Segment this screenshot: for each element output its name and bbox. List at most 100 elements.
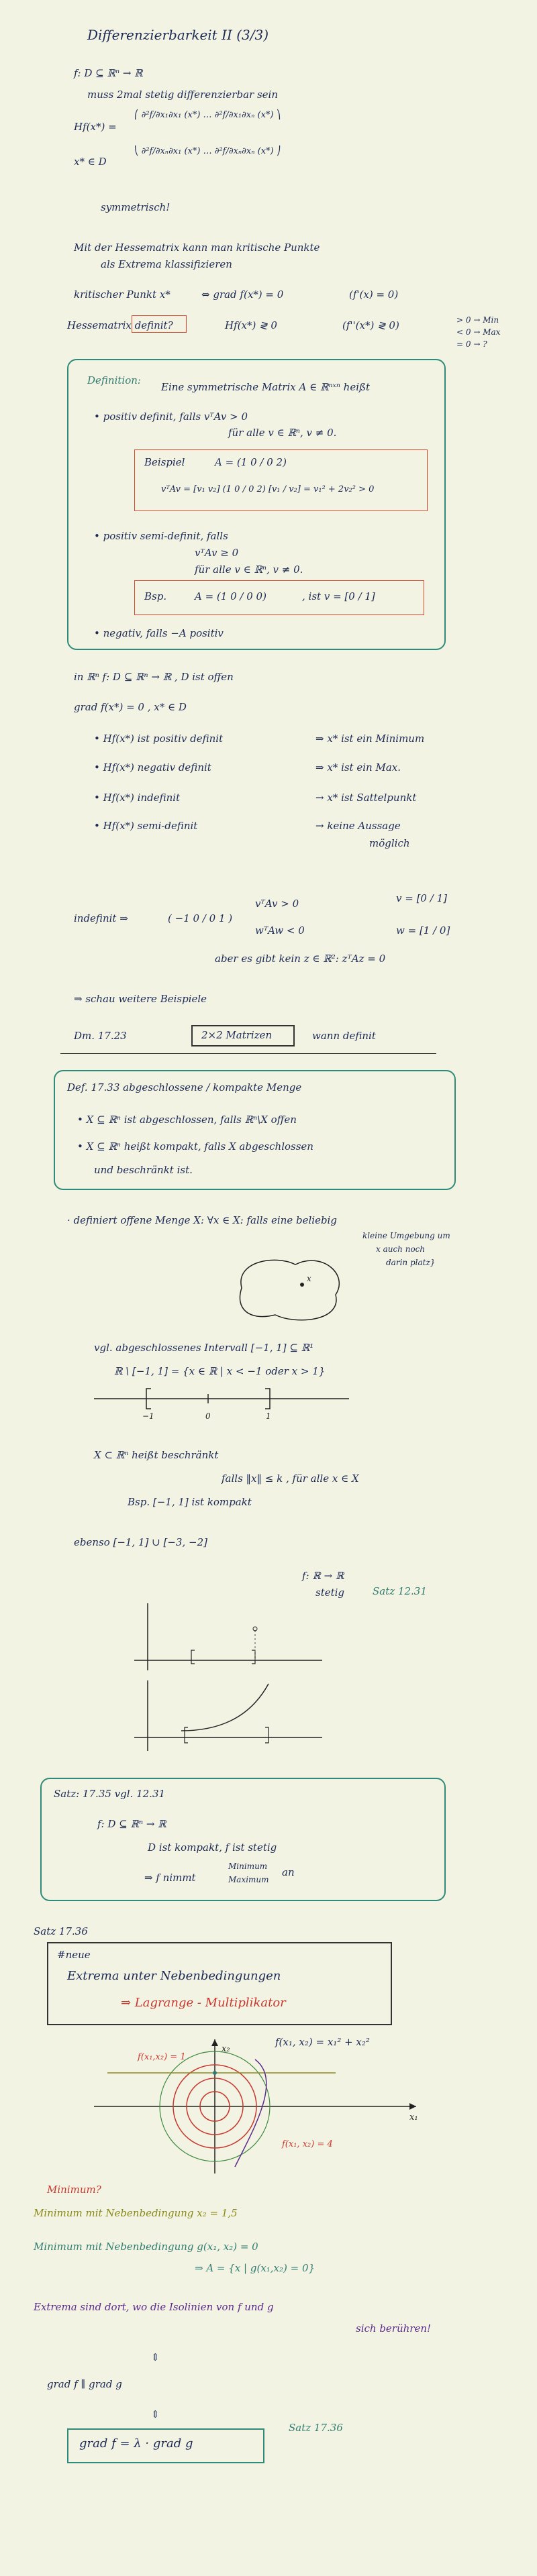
class-line2: grad f(x*) = 0 , x* ∈ D xyxy=(74,701,187,713)
indef-c1: vᵀAv > 0 xyxy=(255,898,299,910)
example2-label: Bsp. xyxy=(144,590,167,602)
f-stetig-2: stetig xyxy=(315,1587,345,1599)
indef-c2: wᵀAw < 0 xyxy=(255,924,305,936)
matrices-box-text: 2×2 Matrizen xyxy=(201,1029,273,1041)
lagrange-box-l1: Extrema unter Nebenbedingungen xyxy=(67,1969,281,1983)
example2-box xyxy=(134,580,424,615)
matrices-box xyxy=(191,1025,295,1046)
pos-def-line1: • positiv definit, falls vᵀAv > 0 xyxy=(94,411,248,423)
critical-point-label: kritischer Punkt x* xyxy=(74,288,170,301)
example1-box xyxy=(134,449,428,511)
lagrange-box xyxy=(47,1942,392,2025)
hesse-side: (f''(x*) ≷ 0) xyxy=(342,319,399,331)
indef-w: w = [1 / 0] xyxy=(396,924,450,936)
pos-def-line2: für alle v ∈ ℝⁿ, v ≠ 0. xyxy=(228,427,337,439)
contour-diagram: x₂ x₁ f(x₁,x₂) = 1 f(x₁, x₂) = 4 xyxy=(94,2039,418,2174)
example1-calc: vᵀAv = [v₁ v₂] (1 0 / 0 2) [v₁ / v₂] = v… xyxy=(161,484,375,494)
equiv-arrow-2: ⇕ xyxy=(151,2408,160,2420)
hesse-text1: Mit der Hessematrix kann man kritische P… xyxy=(74,241,320,254)
satz-1735-l3: ⇒ f nimmt xyxy=(144,1872,196,1884)
minimum-g-constraint: Minimum mit Nebenbedingung g(x₁, x₂) = 0 xyxy=(34,2241,258,2253)
satz-1735-box xyxy=(40,1778,446,1901)
more-examples: ⇒ schau weitere Beispiele xyxy=(74,993,207,1005)
equiv-arrow-1: ⇕ xyxy=(151,2351,160,2363)
extrema-note: Extrema sind dort, wo die Isolinien von … xyxy=(34,2301,274,2313)
def-1733-b3: und beschränkt ist. xyxy=(94,1164,193,1176)
lagrange-box-l2-text: ⇒ Lagrange - Multiplikator xyxy=(121,1996,286,2010)
semi-def-line3: für alle v ∈ ℝⁿ, v ≠ 0. xyxy=(195,564,303,576)
indef-matrix: ( −1 0 / 0 1 ) xyxy=(168,912,233,924)
example1-matrix: A = (1 0 / 0 2) xyxy=(215,456,287,468)
tick-one: 1 xyxy=(266,1411,271,1421)
lagrange-result: grad f = λ · grad g xyxy=(79,2436,193,2451)
minimum-constraint-a: Minimum xyxy=(34,2207,83,2219)
satz-1735-l2: D ist kompakt, f ist stetig xyxy=(148,1841,277,1854)
example2-note: , ist v = [0 / 1] xyxy=(302,590,375,602)
x-in-d: x* ∈ D xyxy=(74,156,107,168)
def-1733-box xyxy=(54,1070,456,1190)
critical-side-cond: (f'(x) = 0) xyxy=(349,288,399,301)
f-stetig-1: f: ℝ → ℝ xyxy=(302,1570,344,1582)
class-r2a: • Hf(x*) negativ definit xyxy=(94,761,211,773)
definition-box xyxy=(67,359,446,650)
definit-highlight xyxy=(132,315,187,333)
bounded-l1: X ⊂ ℝⁿ heißt beschränkt xyxy=(94,1449,219,1461)
open-set-l3: x auch noch xyxy=(376,1244,426,1254)
hesse-definit-label: Hessematrix definit? xyxy=(67,319,173,331)
class-line1: in ℝⁿ f: D ⊆ ℝⁿ → ℝ , D ist offen xyxy=(74,671,234,683)
minimum-constraint-b: mit Nebenbedingung xyxy=(82,2207,197,2219)
hesse-expr: Hf(x*) ≷ 0 xyxy=(225,319,277,331)
wann-definit: wann definit xyxy=(312,1030,376,1042)
right-note-min: > 0 → Min xyxy=(456,315,499,325)
tick-minus-one: −1 xyxy=(142,1411,154,1421)
def-1733-head: Def. 17.33 abgeschlossene / kompakte Men… xyxy=(67,1081,302,1093)
satz-1735-head: Satz: 17.35 vgl. 12.31 xyxy=(54,1788,166,1800)
hesse-label: Hf(x*) = xyxy=(74,121,117,133)
satz-1735-min: Minimum xyxy=(228,1862,268,1871)
class-r1b: ⇒ x* ist ein Minimum xyxy=(315,733,425,745)
class-r2b: ⇒ x* ist ein Max. xyxy=(315,761,401,773)
axis-x1-label: x₁ xyxy=(409,2112,418,2123)
function-sketches xyxy=(134,1603,322,1751)
f-definition: f(x₁, x₂) = x₁² + x₂² xyxy=(275,2036,370,2048)
axis-x2-label: x₂ xyxy=(222,2044,230,2054)
page-title: Differenzierbarkeit II (3/3) xyxy=(87,27,269,43)
semi-def-line1: • positiv semi-definit, falls xyxy=(94,530,228,542)
set-a-def: ⇒ A = {x | g(x₁,x₂) = 0} xyxy=(195,2262,315,2274)
def-1733-b1: • X ⊆ ℝⁿ ist abgeschlossen, falls ℝⁿ\X o… xyxy=(77,1114,297,1126)
class-r4b: → keine Aussage xyxy=(315,820,401,832)
definition-head-text: Eine symmetrische Matrix A ∈ ℝⁿˣⁿ heißt xyxy=(161,381,371,393)
indef-note: aber es gibt kein z ∈ ℝ²: zᵀAz = 0 xyxy=(215,953,386,965)
semi-def-line2: vᵀAv ≥ 0 xyxy=(195,547,239,559)
class-r3b: → x* ist Sattelpunkt xyxy=(315,792,417,804)
class-r3a: • Hf(x*) indefinit xyxy=(94,792,181,804)
open-set-l1: · definiert offene Menge X: ∀x ∈ X: fall… xyxy=(67,1214,337,1226)
bounded-l2: falls ‖x‖ ≤ k , für alle x ∈ X xyxy=(222,1472,359,1485)
neg-def-line: • negativ, falls −A positiv xyxy=(94,627,224,639)
diff-condition: muss 2mal stetig differenzierbar sein xyxy=(87,89,278,101)
open-set-sketch: x xyxy=(239,1259,340,1321)
tick-zero: 0 xyxy=(205,1411,211,1421)
extrema-note-2: sich berühren! xyxy=(356,2322,432,2334)
critical-point-cond: ⇔ grad f(x*) = 0 xyxy=(201,288,284,301)
definition-head: Definition: xyxy=(87,374,141,386)
minimum-constraint: Minimum mit Nebenbedingung x₂ = 1,5 xyxy=(34,2207,238,2220)
section-divider xyxy=(60,1053,436,1054)
satz-1736-ref: Satz 17.36 xyxy=(289,2422,343,2434)
indef-label: indefinit ⇒ xyxy=(74,912,128,924)
example1-label: Beispiel xyxy=(144,456,185,468)
def-1733-b2: • X ⊆ ℝⁿ heißt kompakt, falls X abgeschl… xyxy=(77,1140,313,1152)
lagrange-box-head: #neue xyxy=(57,1949,91,1961)
right-note-max: < 0 → Max xyxy=(456,327,501,337)
class-r1a: • Hf(x*) ist positiv definit xyxy=(94,733,224,745)
class-r4a: • Hf(x*) semi-definit xyxy=(94,820,198,832)
number-line: −1 0 1 xyxy=(94,1388,349,1421)
f-eq-1-label: f(x₁,x₂) = 1 xyxy=(137,2052,186,2062)
satz-1723-label: Dm. 17.23 xyxy=(74,1030,127,1042)
satz-1736-label: Satz 17.36 xyxy=(34,1925,88,1937)
minimum-constraint-c: x₂ = 1,5 xyxy=(197,2207,238,2219)
grad-parallel: grad f ∥ grad g xyxy=(47,2378,122,2390)
function-def: f: D ⊆ ℝⁿ → ℝ xyxy=(74,67,143,79)
complement: ℝ \ [−1, 1] = {x ∈ ℝ | x < −1 oder x > 1… xyxy=(114,1365,326,1377)
bounded-example: Bsp. [−1, 1] ist kompakt xyxy=(128,1496,252,1508)
